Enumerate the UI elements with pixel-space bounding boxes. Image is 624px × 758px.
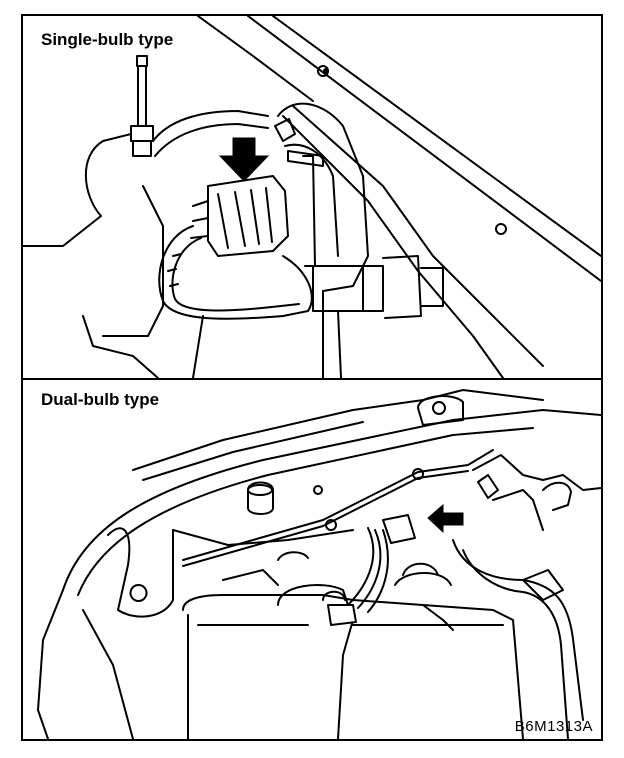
harness-wire bbox=[183, 450, 493, 560]
hood-seam-line bbox=[293, 106, 543, 366]
figure-frame: Single-bulb type bbox=[21, 14, 603, 741]
headlight-housing bbox=[278, 104, 368, 291]
figure-code: B6M1313A bbox=[514, 718, 593, 735]
hood-edge-line bbox=[248, 16, 601, 281]
body-hole bbox=[496, 224, 506, 234]
panel-dual-bulb: Dual-bulb type B6M1313A bbox=[23, 380, 601, 739]
panel-single-bulb: Single-bulb type bbox=[23, 16, 601, 380]
left-arrow-icon bbox=[23, 380, 601, 739]
hood-edge-line bbox=[63, 410, 601, 590]
support-rod bbox=[138, 66, 146, 126]
harness-tube bbox=[153, 111, 268, 141]
single-bulb-illustration bbox=[23, 16, 601, 378]
bulb-connector bbox=[208, 176, 288, 256]
down-arrow-icon bbox=[23, 16, 601, 378]
lamp-connector bbox=[383, 515, 415, 543]
panel-label-single-bulb: Single-bulb type bbox=[39, 30, 176, 50]
panel-label-dual-bulb: Dual-bulb type bbox=[39, 390, 162, 410]
panel-divider bbox=[23, 378, 601, 380]
actuator-cylinder bbox=[313, 266, 383, 311]
wiring-loop bbox=[159, 226, 312, 319]
battery-box bbox=[183, 595, 523, 739]
dual-bulb-illustration bbox=[23, 380, 601, 739]
bolt bbox=[248, 483, 273, 515]
mount-tab bbox=[418, 396, 463, 425]
